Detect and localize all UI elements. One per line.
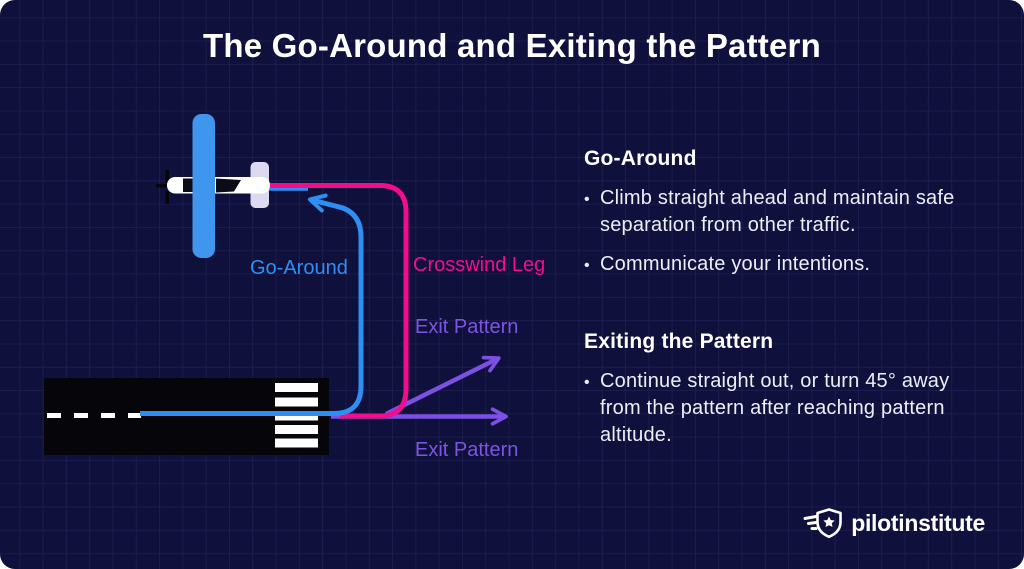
rear-window (216, 178, 241, 193)
bullet-text: Continue straight out, or turn 45° away … (600, 370, 950, 446)
wing (192, 114, 215, 258)
logo-text: pilotinstitute (851, 509, 985, 536)
go-around-section: Go-Around • Climb straight ahead and mai… (584, 147, 980, 290)
page-title: The Go-Around and Exiting the Pattern (203, 27, 821, 64)
propeller-blade-top-icon (165, 170, 169, 183)
exiting-pattern-heading: Exiting the Pattern (584, 330, 774, 353)
bullet-text: Communicate your intentions. (600, 253, 871, 275)
airplane (156, 114, 270, 258)
crosswind-leg-line (266, 183, 409, 419)
exit-pattern-upper-label: Exit Pattern (415, 316, 519, 338)
exiting-pattern-section: Exiting the Pattern • Continue straight … (584, 330, 980, 461)
bullet-icon: • (584, 191, 590, 208)
bullet-icon: • (584, 374, 590, 391)
exiting-pattern-bullets: • Continue straight out, or turn 45° awa… (584, 368, 980, 449)
go-around-bullets: • Climb straight ahead and maintain safe… (584, 185, 980, 278)
bullet-text: Climb straight ahead and maintain safe s… (600, 187, 955, 236)
go-around-line (140, 193, 364, 416)
pilot-institute-logo: pilotinstitute (802, 507, 985, 539)
propeller-hub-icon (156, 184, 168, 188)
exit-pattern-lower-label: Exit Pattern (415, 439, 519, 461)
go-around-line-label: Go-Around (250, 257, 348, 279)
propeller-blade-bottom-icon (165, 191, 169, 204)
winged-shield-star-icon (803, 508, 843, 539)
go-around-heading: Go-Around (584, 147, 697, 170)
crosswind-leg-label: Crosswind Leg (413, 254, 546, 276)
list-item: • Climb straight ahead and maintain safe… (584, 185, 980, 239)
list-item: • Communicate your intentions. (584, 251, 980, 278)
list-item: • Continue straight out, or turn 45° awa… (584, 368, 980, 449)
runway (44, 378, 329, 455)
bullet-icon: • (584, 257, 590, 274)
